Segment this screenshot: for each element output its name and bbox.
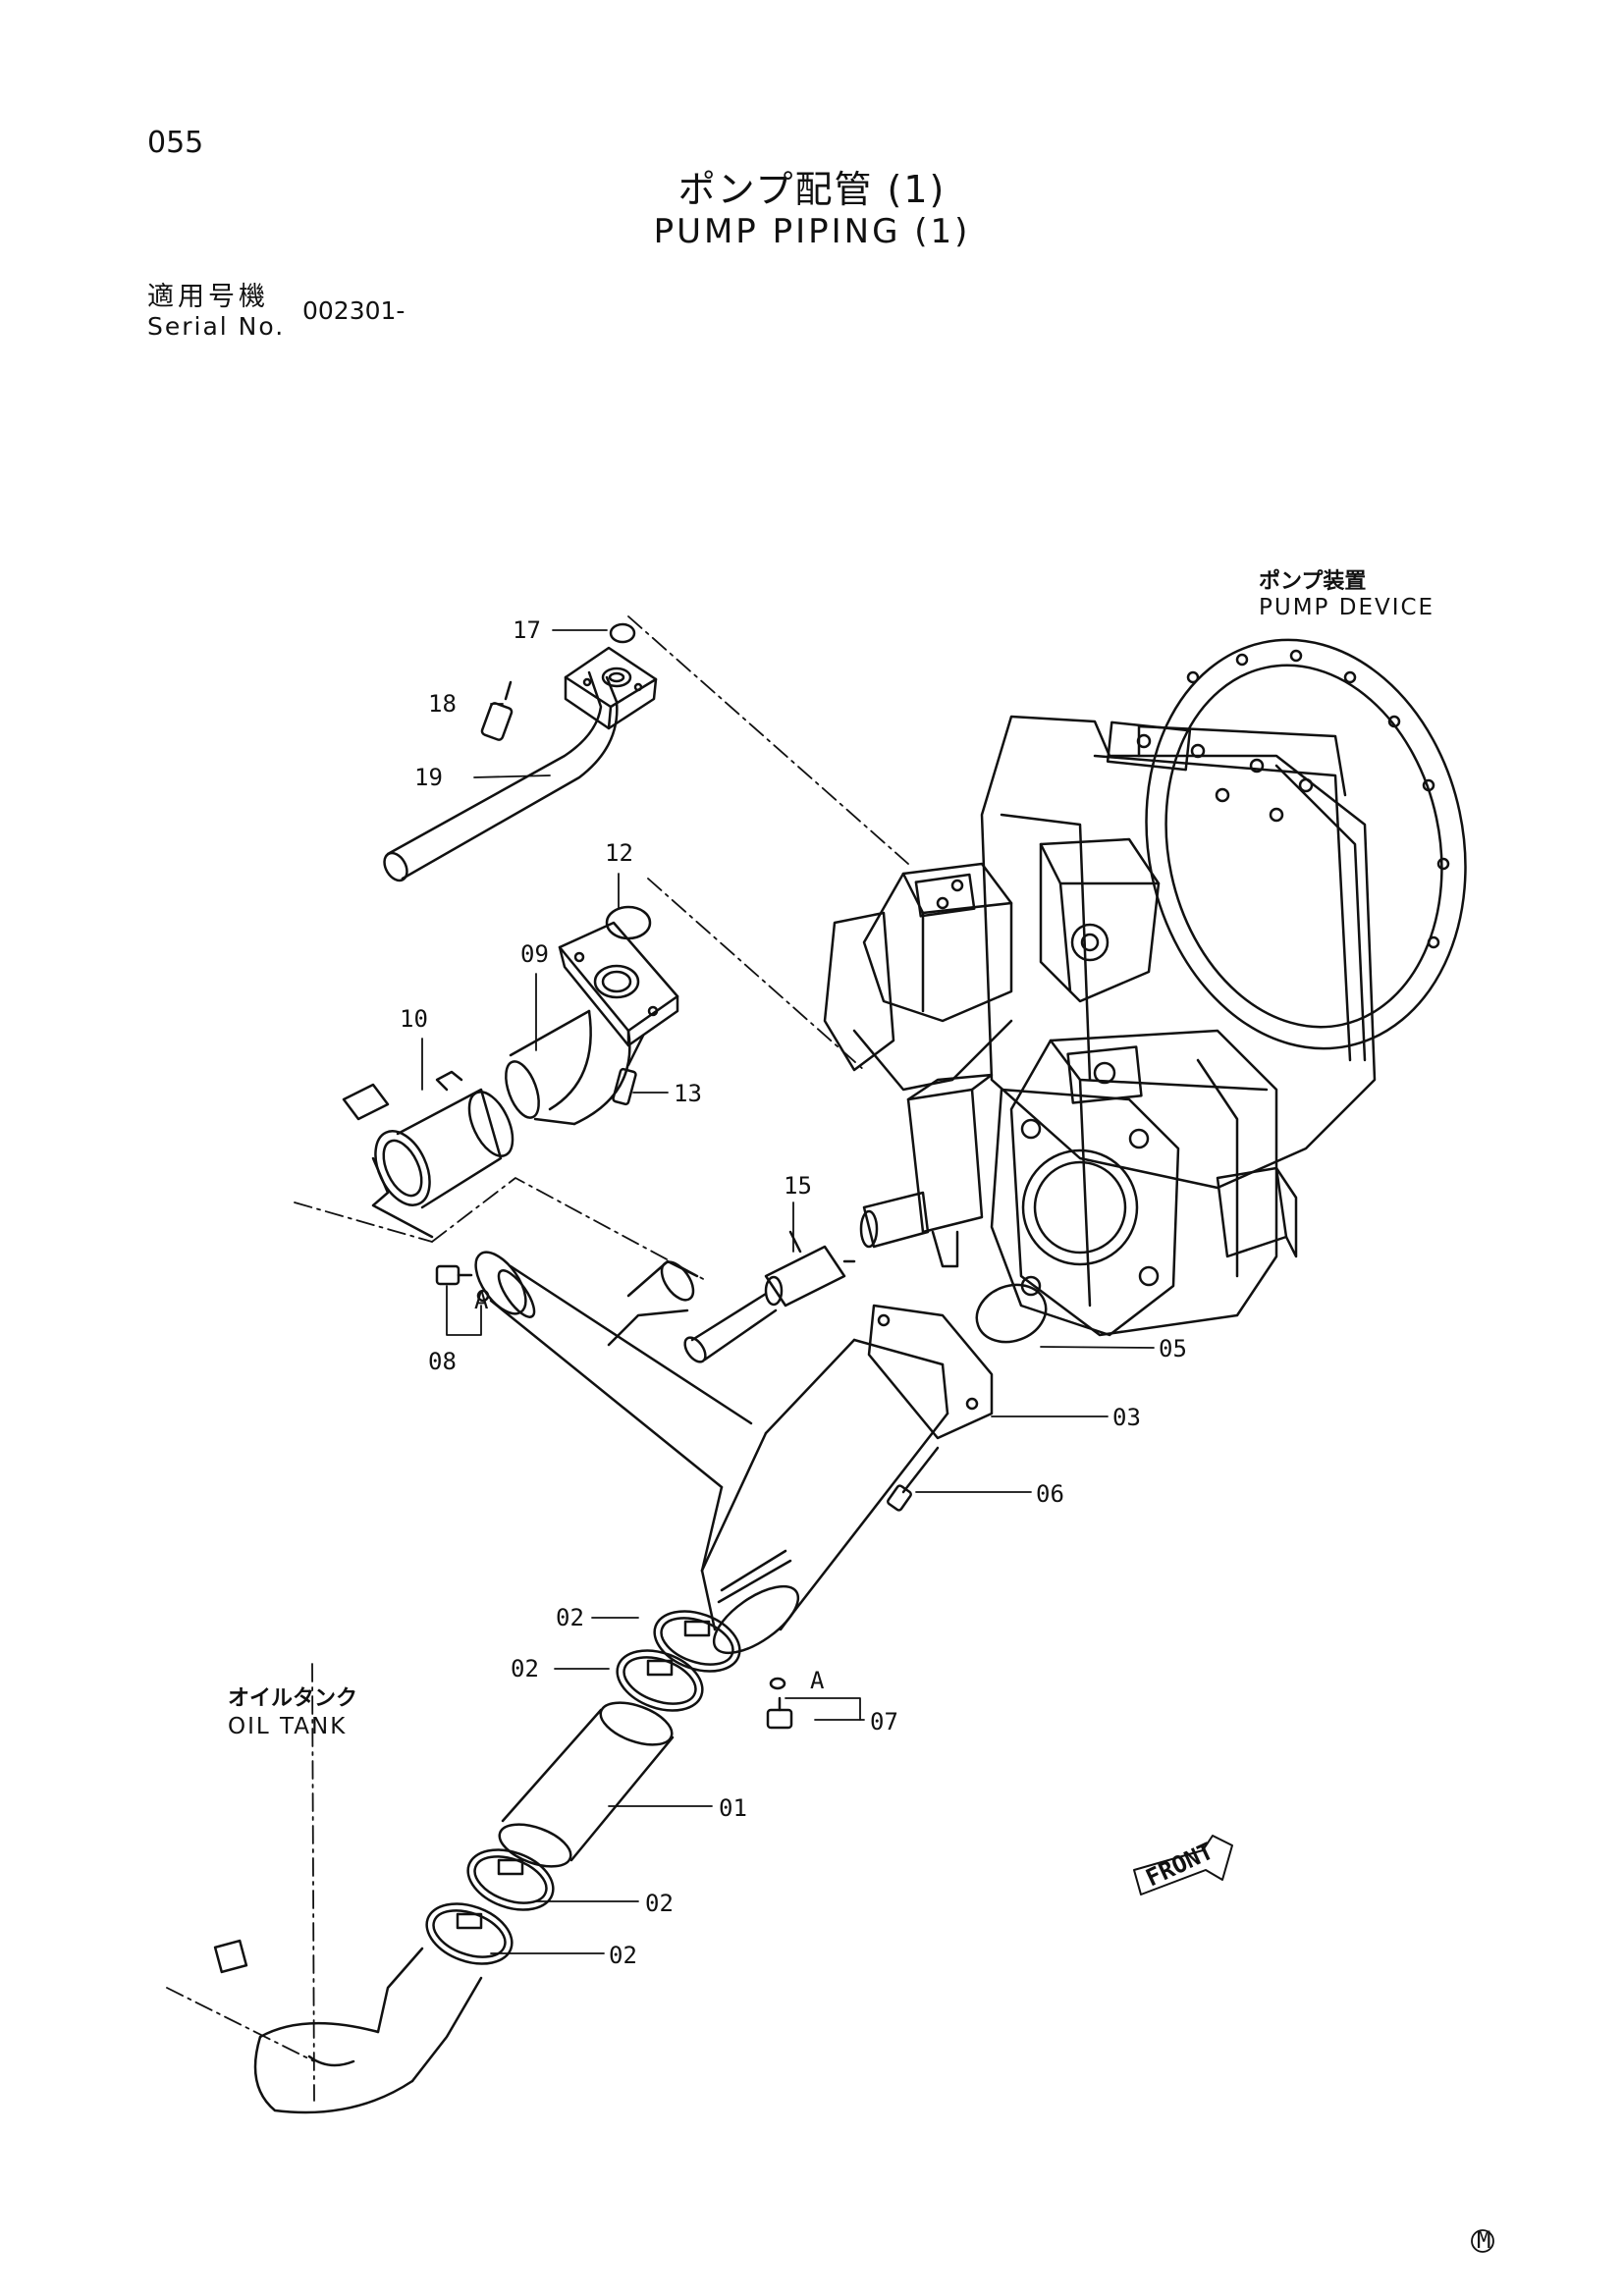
callout-09: 09	[520, 940, 549, 968]
pump-device-label: PUMP DEVICE	[1259, 595, 1435, 620]
callout-07: 07	[870, 1708, 898, 1735]
callout-13: 13	[674, 1080, 702, 1107]
serial-label-english: Serial No.	[147, 312, 286, 341]
oil-tank-outlet	[213, 1939, 483, 2114]
callout-leaders	[421, 629, 1155, 1954]
callout-18: 18	[428, 690, 457, 718]
callout-15: 15	[784, 1172, 812, 1200]
serial-label-japanese: 適用号機	[147, 282, 269, 312]
page-title-english: PUMP PIPING (1)	[653, 212, 971, 251]
corner-mark-letter: M	[1477, 2226, 1490, 2254]
t-pipe-03	[435, 1230, 1048, 1730]
callout-19: 19	[414, 764, 443, 791]
leader-lines	[166, 615, 909, 2102]
hose-10	[342, 1070, 514, 1239]
view-a-lower: A	[810, 1667, 825, 1694]
page-number: 055	[147, 126, 204, 160]
callout-01: 01	[719, 1794, 747, 1822]
callout-06: 06	[1036, 1480, 1064, 1508]
hose-and-clamps	[425, 1610, 741, 1965]
front-direction-arrow: FRONT	[1133, 1835, 1233, 1896]
callout-03: 03	[1112, 1404, 1141, 1431]
corner-mark-circle	[1471, 2229, 1494, 2253]
callout-02-lower-1: 02	[645, 1890, 674, 1917]
callout-12: 12	[605, 839, 633, 867]
page-title-japanese: ポンプ配管 (1)	[677, 168, 947, 211]
pump-device-label-japanese: ポンプ装置	[1259, 569, 1367, 594]
callout-17: 17	[513, 616, 541, 644]
callout-numbers: 17 18 19 12 09 10 13 15 05 03 06 A 08 02…	[400, 616, 1187, 1969]
pump-device	[823, 638, 1467, 1337]
serial-number-value: 002301-	[302, 296, 406, 325]
front-label: FRONT	[1142, 1838, 1218, 1893]
oil-tank-label-japanese: オイルタンク	[228, 1686, 358, 1711]
callout-02-upper-1: 02	[556, 1604, 584, 1631]
suction-hose-19	[383, 622, 658, 882]
callout-02-lower-2: 02	[609, 1942, 637, 1969]
view-a-upper: A	[474, 1287, 489, 1314]
elbow-09	[505, 921, 679, 1126]
callout-02-upper-2: 02	[511, 1655, 539, 1682]
callout-10: 10	[400, 1005, 428, 1033]
callout-05: 05	[1159, 1335, 1187, 1362]
oil-tank-label: OIL TANK	[228, 1714, 348, 1739]
callout-08: 08	[428, 1348, 457, 1375]
